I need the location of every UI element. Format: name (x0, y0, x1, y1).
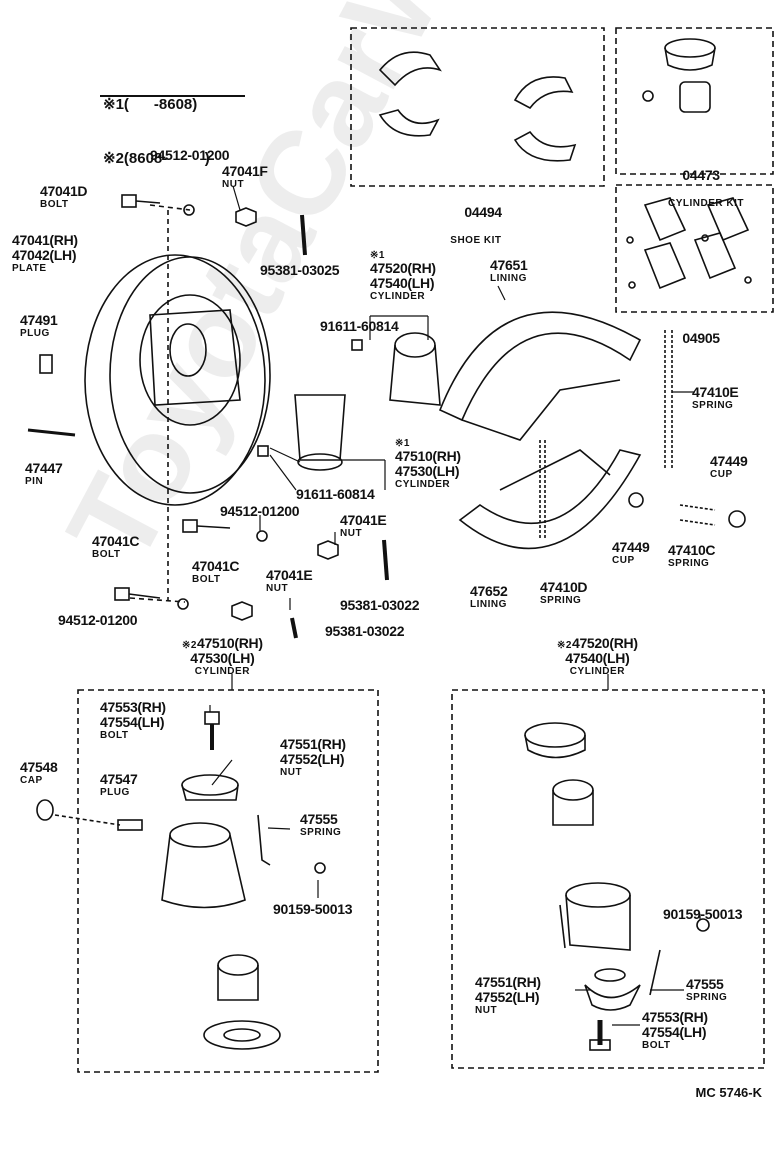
part-91611-b: 91611-60814 (296, 486, 375, 502)
part-right-bolt: 47553(RH)47554(LH)BOLT (642, 1009, 708, 1052)
cylinder-kit-name: CYLINDER KIT (668, 198, 744, 209)
part-91611-a: 91611-60814 (320, 318, 399, 334)
cup-kit-label: 04905 (668, 316, 720, 361)
shoe-kit-box (350, 27, 605, 187)
leader-lines (209, 185, 701, 1026)
part-94512-low: 94512-01200 (58, 612, 138, 628)
part-right-nut: 47551(RH)47552(LH)NUT (475, 974, 541, 1017)
shoe-kit-number: 04494 (464, 204, 502, 220)
part-95381-mid: 95381-03022 (340, 597, 420, 613)
legend: ※1( -8608) ※2(8608- ) (103, 60, 210, 204)
part-94512-mid: 94512-01200 (220, 503, 300, 519)
part-left-90159: 90159-50013 (273, 901, 353, 917)
part-plate: 47041(RH)47042(LH)PLATE (12, 232, 78, 275)
left-cylinder-box (77, 689, 379, 1073)
part-left-nut: 47551(RH)47552(LH)NUT (280, 736, 346, 779)
cylinder-kit-box (615, 27, 774, 175)
legend-line-1: ※1( -8608) (103, 96, 198, 113)
springs (539, 330, 746, 540)
cup-kit-parts (626, 197, 752, 290)
part-left-bolt: 47553(RH)47554(LH)BOLT (100, 699, 166, 742)
shoe-kit-label: 04494 SHOE KIT (450, 190, 502, 276)
cylinder-kit-number: 04473 (682, 167, 720, 183)
cylinder-kit-label: 04473 CYLINDER KIT (668, 153, 744, 239)
drawing-code: MC 5746-K (695, 1085, 762, 1100)
part-right-90159: 90159-50013 (663, 906, 743, 922)
part-95381-low: 95381-03022 (325, 623, 405, 639)
part-95381-top: 95381-03025 (260, 262, 340, 278)
wheel-cylinder-upper (389, 332, 441, 406)
brake-shoe-lower (458, 449, 642, 550)
shoe-kit-name: SHOE KIT (450, 235, 502, 246)
left-cylinder-parts (36, 711, 326, 1050)
cup-kit-number: 04905 (682, 330, 720, 346)
brake-shoe-upper (438, 311, 642, 441)
cup-kit-box (615, 184, 774, 313)
wheel-cylinder-mid (294, 394, 346, 471)
backing-plate (84, 254, 271, 506)
right-cylinder-parts (524, 722, 710, 1051)
cylinder-kit-parts (642, 38, 716, 113)
part-cylinder2-right: ※247520(RH)47540(LH)CYLINDER (557, 635, 638, 678)
part-cylinder2-left: ※247510(RH)47530(LH)CYLINDER (182, 635, 263, 678)
legend-line-2: ※2(8608- ) (103, 150, 210, 167)
shoe-kit-shoes (378, 51, 577, 162)
part-94512-top: 94512-01200 (150, 147, 230, 163)
